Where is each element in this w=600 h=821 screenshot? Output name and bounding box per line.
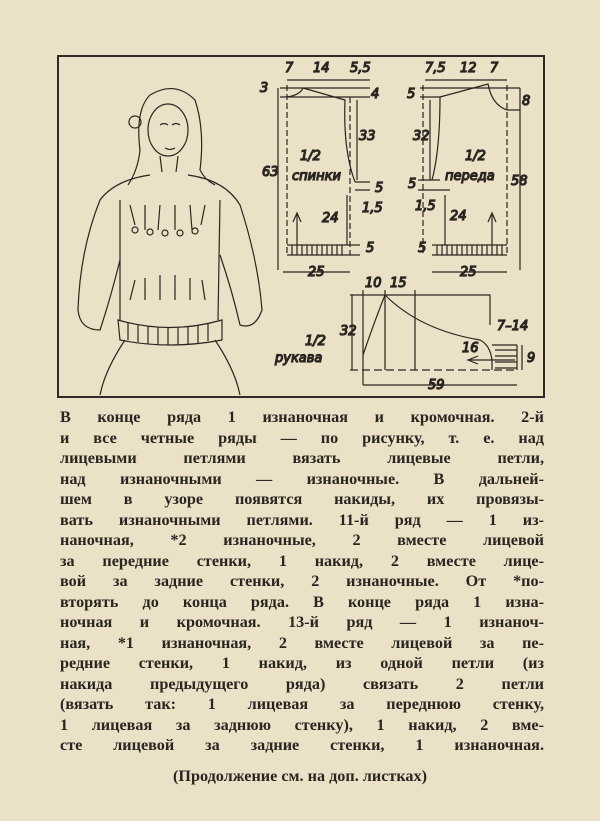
dim-label: 7–14 xyxy=(497,319,528,334)
dim-label: 7 xyxy=(285,61,294,76)
text-line: вать изнаночными петлями. 11-й ряд — 1 и… xyxy=(60,510,544,529)
dim-label: 5 xyxy=(418,241,426,256)
dim-label: 16 xyxy=(462,341,479,356)
text-line: наночная, *2 изнаночные, 2 вместе лицево… xyxy=(60,531,544,549)
illustration-frame xyxy=(57,55,545,398)
dim-label: 15 xyxy=(390,276,407,291)
dim-label: 63 xyxy=(262,165,279,180)
text-line: В конце ряда 1 изнаночная и кромочная. 2… xyxy=(60,408,544,426)
back-title: 1/2 xyxy=(300,149,321,164)
text-line: над изнаночными — изнаночные. В дальней- xyxy=(60,469,544,488)
dim-label: 3 xyxy=(260,81,268,96)
text-line: (вязать так: 1 лицевая за переднюю стенк… xyxy=(60,695,544,713)
dim-label: 10 xyxy=(365,276,382,291)
front-title: переда xyxy=(445,169,495,184)
dim-label: 32 xyxy=(340,324,357,339)
dim-label: 33 xyxy=(359,129,376,144)
dim-label: 14 xyxy=(313,61,330,76)
sleeve-title: 1/2 xyxy=(305,334,326,349)
dim-label: 4 xyxy=(371,87,379,102)
text-line: накида предыдущего ряда) связать 2 петли xyxy=(60,674,544,693)
dim-label: 1,5 xyxy=(362,201,383,216)
back-title: спинки xyxy=(292,169,341,184)
front-title: 1/2 xyxy=(465,149,486,164)
dim-label: 5 xyxy=(408,177,416,192)
front-pattern-diagram xyxy=(418,79,521,273)
text-line: ная, *1 изнаночная, 2 вместе лицевой за … xyxy=(60,633,544,652)
sleeve-pattern-diagram xyxy=(350,290,523,386)
text-line: за передние стенки, 1 накид, 2 вместе ли… xyxy=(60,551,544,570)
dim-label: 5 xyxy=(407,87,415,102)
back-pattern-diagram xyxy=(277,79,370,273)
text-line: лицевыми петлями вязать лицевые петли, xyxy=(60,449,544,467)
text-line: шем в узоре появятся накиды, их провязы- xyxy=(60,490,544,508)
dim-label: 7,5 xyxy=(425,61,446,76)
dim-label: 5 xyxy=(366,241,374,256)
dim-label: 24 xyxy=(450,209,467,224)
dim-label: 8 xyxy=(522,94,530,109)
dim-label: 1,5 xyxy=(415,199,436,214)
instructions-text: В конце ряда 1 изнаночная и кромочная. 2… xyxy=(60,407,544,756)
dim-label: 5 xyxy=(375,181,383,196)
text-line: ночная и кромочная. 13-й ряд — 1 изнаноч… xyxy=(60,613,544,631)
dim-label: 59 xyxy=(428,378,445,393)
dim-label: 12 xyxy=(460,61,477,76)
text-line: 1 лицевая за заднюю стенку), 1 накид, 2 … xyxy=(60,715,544,734)
text-line: вторять до конца ряда. В конце ряда 1 из… xyxy=(60,592,544,611)
dim-label: 9 xyxy=(527,351,535,366)
woman-in-sweater-drawing xyxy=(77,88,263,396)
dim-label: 7 xyxy=(490,61,499,76)
dim-label: 32 xyxy=(413,129,430,144)
dim-label: 25 xyxy=(460,265,477,280)
dim-label: 5,5 xyxy=(350,61,371,76)
text-line: вой за задние стенки, 2 изнаночные. От *… xyxy=(60,572,544,590)
text-line: сте лицевой за задние стенки, 1 изнаночн… xyxy=(60,736,544,754)
dim-label: 24 xyxy=(322,211,339,226)
continuation-note: (Продолжение см. на доп. листках) xyxy=(172,767,428,785)
dim-label: 58 xyxy=(511,174,528,189)
pattern-illustration: 7 14 5,5 3 4 33 63 5 1,5 24 5 25 1/2 спи… xyxy=(77,60,536,396)
text-line: и все четные ряды — по рисунку, т. е. на… xyxy=(60,428,544,447)
text-line: редние стенки, 1 накид, из одной петли (… xyxy=(60,654,544,672)
dim-label: 25 xyxy=(308,265,325,280)
sleeve-title: рукава xyxy=(274,351,322,366)
